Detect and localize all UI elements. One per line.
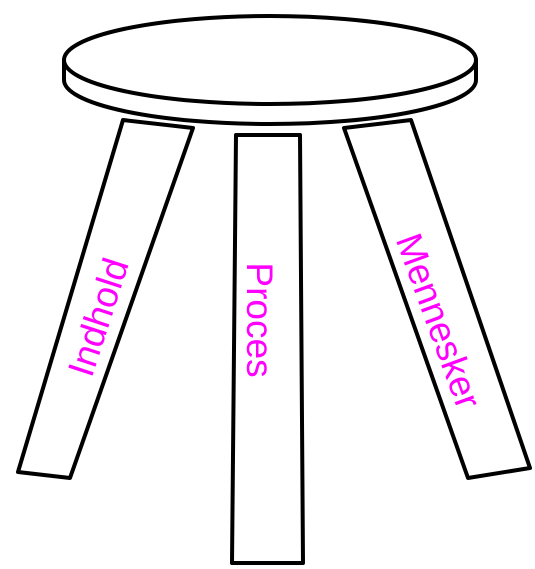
leg-label-proces: Proces	[239, 262, 280, 377]
stool-seat	[64, 16, 476, 124]
